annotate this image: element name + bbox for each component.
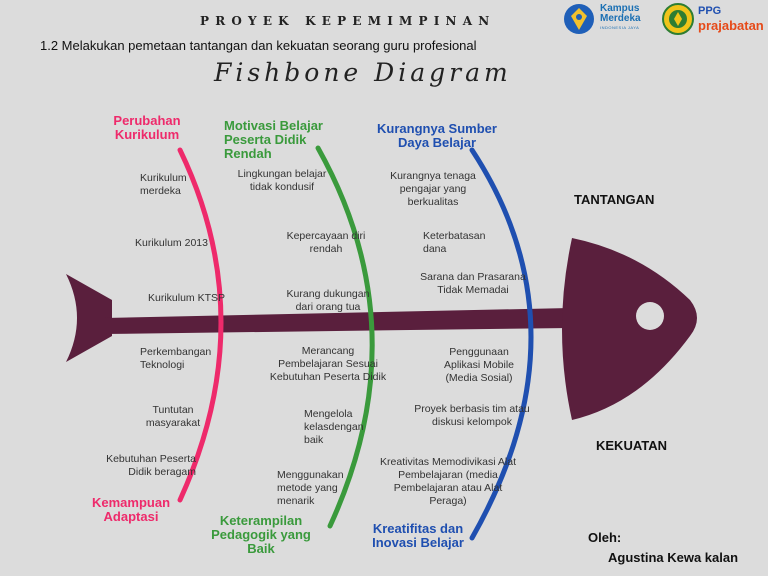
item-merancang-pembelajaran: Merancang Pembelajaran Sesuai Kebutuhan … <box>269 345 387 383</box>
author-label: Oleh: <box>588 530 622 545</box>
item-tuntutan-masyarakat: Tuntutan masyarakat <box>145 404 201 429</box>
diagram-title: Fishbone Diagram <box>214 58 512 87</box>
category-motivasi-belajar: Motivasi Belajar Peserta Didik Rendah <box>224 118 323 161</box>
kampus-logo-line1: Kampus <box>600 3 640 14</box>
tut-wuri-emblem-icon <box>564 4 594 34</box>
category-perubahan-kurikulum: Perubahan Kurikulum <box>113 113 181 142</box>
ppg-logo-line1: PPG <box>698 5 722 17</box>
kekuatan-label: KEKUATAN <box>596 438 668 453</box>
subtitle: 1.2 Melakukan pemetaan tantangan dan kek… <box>40 38 477 53</box>
bone-blue <box>469 147 534 541</box>
category-kreatifitas-inovasi: Kreatifitas dan Inovasi Belajar <box>372 521 464 550</box>
item-kurikulum-2013: Kurikulum 2013 <box>135 237 208 249</box>
item-kurikulum-ktsp: Kurikulum KTSP <box>148 292 226 304</box>
bone-green <box>315 145 375 529</box>
fish-tail <box>66 274 112 362</box>
kampus-logo-line3: INDONESIA JAYA <box>600 25 640 30</box>
university-emblem-icon <box>662 3 694 35</box>
kampus-logo-line2: Merdeka <box>600 13 641 24</box>
fish-eye <box>636 302 664 330</box>
item-lingkungan-belajar: Lingkungan belajar tidak kondusif <box>237 168 327 193</box>
category-keterampilan-pedagogik: Keterampilan Pedagogik yang Baik <box>211 513 311 556</box>
item-keterbatasan-dana: Keterbatasan dana <box>423 230 486 255</box>
kampus-merdeka-logo: Kampus Merdeka INDONESIA JAYA <box>562 2 658 36</box>
item-kurangnya-tenaga: Kurangnya tenaga pengajar yang berkualit… <box>390 170 476 208</box>
bone-pink <box>177 147 224 503</box>
item-perkembangan-teknologi: Perkembangan Teknologi <box>140 346 212 371</box>
item-menggunakan-metode: Menggunakan metode yang menarik <box>277 469 344 507</box>
project-title: PROYEK KEPEMIMPINAN <box>200 14 496 28</box>
author-name: Agustina Kewa kalan <box>608 550 739 565</box>
item-sarana-prasarana: Sarana dan Prasarana Tidak Memadai <box>420 271 526 296</box>
category-kurangnya-sumber: Kurangnya Sumber Daya Belajar <box>377 121 497 150</box>
ppg-prajabatan-logo: PPG prajabatan <box>662 2 766 36</box>
category-kemampuan-adaptasi: Kemampuan Adaptasi <box>91 495 171 524</box>
tantangan-label: TANTANGAN <box>574 192 655 207</box>
item-kurikulum-merdeka: Kurikulum merdeka <box>140 172 187 197</box>
item-proyek-berbasis-tim: Proyek berbasis tim atau diskusi kelompo… <box>414 403 530 428</box>
fish-head <box>562 238 697 420</box>
item-kepercayaan-diri: Kepercayaan diri rendah <box>286 230 366 255</box>
item-kebutuhan-peserta-didik: Kebutuhan Peserta Didik beragam <box>106 453 196 478</box>
item-kreativitas-memodifikasi: Kreativitas Memodivikasi Alat Pembelajar… <box>380 456 516 507</box>
item-mengelola-kelas: Mengelola kelasdengan baik <box>304 408 364 446</box>
ppg-logo-line2: prajabatan <box>698 18 764 33</box>
item-kurang-dukungan: Kurang dukungan dari orang tua <box>286 288 370 313</box>
item-penggunaan-aplikasi: Penggunaan Aplikasi Mobile (Media Sosial… <box>443 346 515 384</box>
